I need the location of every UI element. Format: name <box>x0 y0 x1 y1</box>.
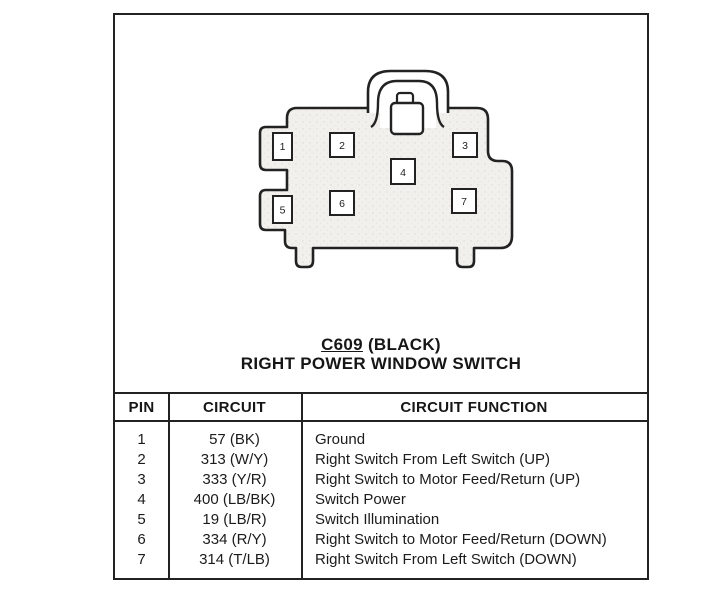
connector-pin-6: 6 <box>329 190 355 216</box>
table-row: 4 400 (LB/BK) Switch Power <box>115 490 647 510</box>
pin-cell: 2 <box>137 451 146 468</box>
pin-2-box <box>329 132 355 158</box>
pin-5-box <box>272 195 293 224</box>
circuit-cell: 19 (LB/R) <box>202 511 267 528</box>
connector-pin-5: 5 <box>272 195 293 224</box>
circuit-cell: 57 (BK) <box>209 431 260 448</box>
column-divider-1 <box>168 394 170 578</box>
pin-cell: 6 <box>137 531 146 548</box>
circuit-cell: 334 (R/Y) <box>202 531 267 548</box>
connector-title: C609 (BLACK) RIGHT POWER WINDOW SWITCH <box>115 335 647 373</box>
pin-1-label: 1 <box>280 141 286 153</box>
pin-cell: 5 <box>137 511 146 528</box>
function-cell: Right Switch From Left Switch (UP) <box>315 451 551 468</box>
pin-3-box <box>452 132 478 158</box>
pin-cell: 7 <box>137 551 146 568</box>
pin-cell: 3 <box>137 471 146 488</box>
connector-title-line1: C609 (BLACK) <box>115 335 647 354</box>
table-row: 2 313 (W/Y) Right Switch From Left Switc… <box>115 450 647 470</box>
function-cell: Switch Power <box>315 491 406 508</box>
table-row: 1 57 (BK) Ground <box>115 430 647 450</box>
pin-6-label: 6 <box>339 198 345 210</box>
table-row: 7 314 (T/LB) Right Switch From Left Swit… <box>115 550 647 570</box>
connector-pin-2: 2 <box>329 132 355 158</box>
connector-pin-7: 7 <box>451 188 477 214</box>
pin-5-label: 5 <box>280 205 286 217</box>
pin-6-box <box>329 190 355 216</box>
table-header-row: PIN CIRCUIT CIRCUIT FUNCTION <box>115 394 647 422</box>
circuit-cell: 400 (LB/BK) <box>193 491 276 508</box>
connector-pin-4: 4 <box>390 158 416 185</box>
function-cell: Right Switch From Left Switch (DOWN) <box>315 551 577 568</box>
connector-diagram: 1 2 3 4 5 6 7 <box>258 69 514 269</box>
function-cell: Ground <box>315 431 366 448</box>
pin-cell: 1 <box>137 431 146 448</box>
pin-4-label: 4 <box>400 167 406 179</box>
table-row: 3 333 (Y/R) Right Switch to Motor Feed/R… <box>115 470 647 490</box>
pinout-table: PIN CIRCUIT CIRCUIT FUNCTION 1 57 (BK) G… <box>115 392 647 578</box>
column-divider-2 <box>301 394 303 578</box>
page-border-box: 1 2 3 4 5 6 7 C609 (BLACK) <box>113 13 649 580</box>
pin-7-box <box>451 188 477 214</box>
function-cell: Right Switch to Motor Feed/Return (DOWN) <box>315 531 607 548</box>
connector-body <box>258 106 514 269</box>
pin-7-label: 7 <box>461 196 467 208</box>
header-pin: PIN <box>128 398 155 416</box>
header-circuit-function: CIRCUIT FUNCTION <box>400 398 548 416</box>
circuit-cell: 333 (Y/R) <box>202 471 267 488</box>
connector-pin-1: 1 <box>272 132 293 161</box>
connector-code: C609 <box>321 335 363 354</box>
table-row: 5 19 (LB/R) Switch Illumination <box>115 510 647 530</box>
pin-3-label: 3 <box>462 140 468 152</box>
latch-body <box>389 101 425 136</box>
table-body: 1 57 (BK) Ground 2 313 (W/Y) Right Switc… <box>115 422 647 570</box>
circuit-cell: 314 (T/LB) <box>199 551 270 568</box>
circuit-cell: 313 (W/Y) <box>200 451 269 468</box>
pin-1-box <box>272 132 293 161</box>
function-cell: Switch Illumination <box>315 511 440 528</box>
pin-4-box <box>390 158 416 185</box>
connector-title-line2: RIGHT POWER WINDOW SWITCH <box>240 354 522 373</box>
pin-cell: 4 <box>137 491 146 508</box>
connector-color: (BLACK) <box>367 335 441 354</box>
connector-pin-3: 3 <box>452 132 478 158</box>
lock-tab-inner-arch <box>370 79 445 129</box>
pin-2-label: 2 <box>339 140 345 152</box>
header-circuit: CIRCUIT <box>203 398 266 416</box>
table-row: 6 334 (R/Y) Right Switch to Motor Feed/R… <box>115 530 647 550</box>
function-cell: Right Switch to Motor Feed/Return (UP) <box>315 471 581 488</box>
